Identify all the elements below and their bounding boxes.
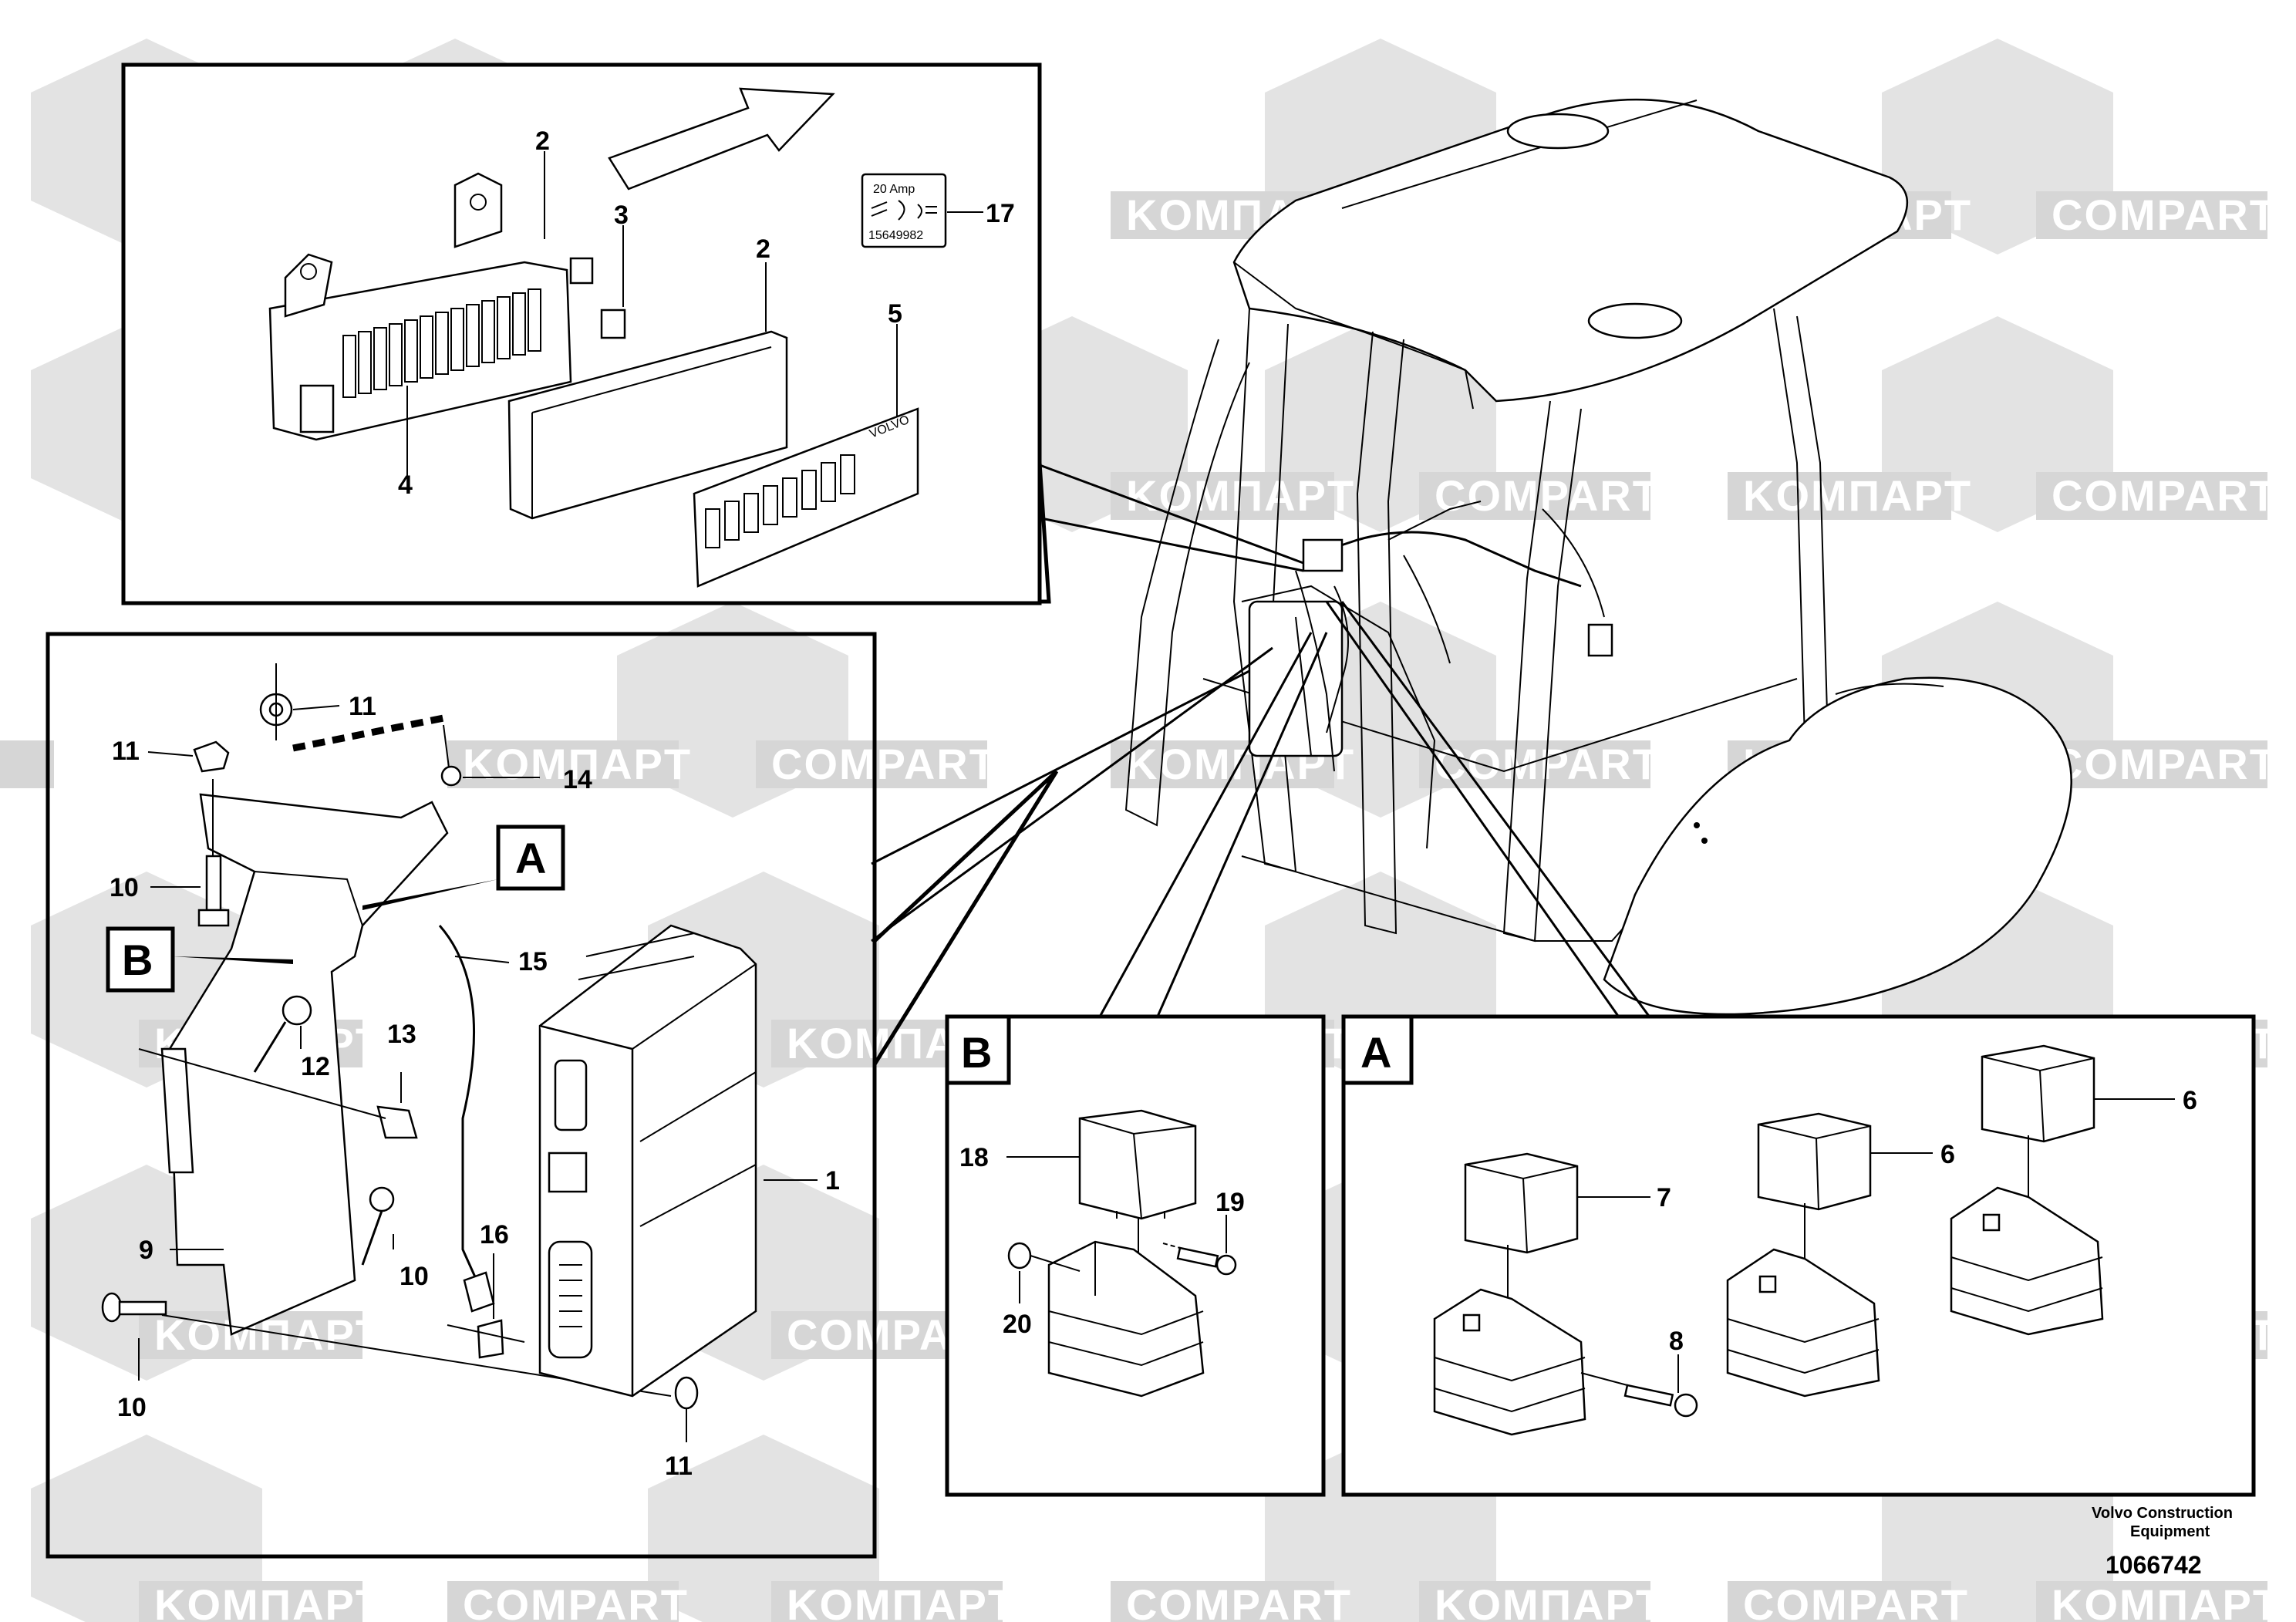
callout-6: 6 xyxy=(2183,1086,2197,1115)
watermark-text: COMPART xyxy=(1435,471,1660,520)
watermark-text: KOMΠAPT xyxy=(154,1580,383,1622)
decal-part-number: 15649982 xyxy=(868,229,923,242)
callout-9: 9 xyxy=(139,1236,153,1265)
drawing-number: 1066742 xyxy=(2106,1551,2202,1579)
cab-illustration xyxy=(1124,99,2072,1016)
detail-marker-a: A xyxy=(515,834,546,882)
watermark-text: KOMΠAPT xyxy=(2052,1580,2281,1622)
detail-b-panel: B 18 19 20 xyxy=(945,1014,1326,1497)
leader-lines xyxy=(871,461,1652,1019)
headlight-icon xyxy=(871,200,905,221)
forward-arrow-icon xyxy=(608,87,835,191)
fuse-holder xyxy=(268,172,594,441)
callout-8: 8 xyxy=(1669,1327,1684,1356)
callout-16: 16 xyxy=(480,1220,509,1249)
fuse-cover xyxy=(507,330,788,520)
callout-19: 19 xyxy=(1215,1188,1245,1217)
callout-11: 11 xyxy=(112,737,140,766)
relay-6-middle xyxy=(1726,1112,1880,1398)
callout-2: 2 xyxy=(535,126,550,156)
callout-1: 1 xyxy=(825,1166,840,1195)
watermark-text: KOMΠAPT xyxy=(463,740,692,788)
relay-7 xyxy=(1433,1152,1586,1436)
footer-company: Volvo Construction xyxy=(2092,1505,2233,1522)
callout-2: 2 xyxy=(756,234,770,264)
callout-6: 6 xyxy=(1940,1140,1955,1169)
detail-b-label: B xyxy=(961,1028,992,1077)
watermark-text: KOMΠAPT xyxy=(1435,1580,1664,1622)
callout-7: 7 xyxy=(1657,1183,1671,1212)
watermark-text: KOMΠAPT xyxy=(1743,471,1972,520)
detail-marker-b: B xyxy=(122,936,153,984)
decal-rating: 20 Amp xyxy=(873,183,915,196)
relay-6-right xyxy=(1950,1044,2104,1336)
watermark-text: KOMΠAPT xyxy=(787,1580,1016,1622)
callout-12: 12 xyxy=(301,1052,330,1081)
watermark-text: COMPART xyxy=(2052,191,2277,239)
callout-15: 15 xyxy=(518,947,548,976)
mounting-bracket xyxy=(168,793,449,1336)
footer-company-line2: Equipment xyxy=(2130,1523,2210,1540)
callout-17: 17 xyxy=(986,199,1015,228)
watermark-text: COMPART xyxy=(1126,1580,1352,1622)
callout-10: 10 xyxy=(110,873,139,902)
watermark-text: COMPART xyxy=(1743,1580,1969,1622)
callout-5: 5 xyxy=(888,299,902,329)
callout-11: 11 xyxy=(349,692,376,721)
watermark-text: COMPART xyxy=(2052,471,2277,520)
watermark-text: COMPART xyxy=(2052,740,2277,788)
detail-a-label: A xyxy=(1360,1028,1391,1077)
callout-3: 3 xyxy=(614,201,629,230)
callout-14: 14 xyxy=(563,765,592,794)
watermark-text: COMPART xyxy=(463,1580,689,1622)
amp-decal: 20 Amp 15649982 xyxy=(861,173,947,248)
detail-a-panel: A xyxy=(1341,1014,2256,1497)
callout-13: 13 xyxy=(387,1020,416,1049)
callout-10: 10 xyxy=(400,1262,429,1291)
fuse-box-detail-panel: VOLVO 20 Amp 15649982 xyxy=(121,62,1051,605)
ecu-unit xyxy=(538,924,757,1398)
callout-11: 11 xyxy=(665,1452,693,1481)
callout-4: 4 xyxy=(398,470,413,500)
footer-info: Volvo Construction Equipment 1066742 xyxy=(2092,1505,2233,1579)
callout-18: 18 xyxy=(959,1143,989,1172)
callout-20: 20 xyxy=(1003,1310,1032,1339)
ecu-bracket-panel: A B 11 11 14 10 15 12 13 1 9 10 xyxy=(46,632,1059,1559)
relay-small xyxy=(600,309,626,339)
callout-10: 10 xyxy=(117,1393,147,1422)
watermark-text: COMPART xyxy=(771,740,997,788)
